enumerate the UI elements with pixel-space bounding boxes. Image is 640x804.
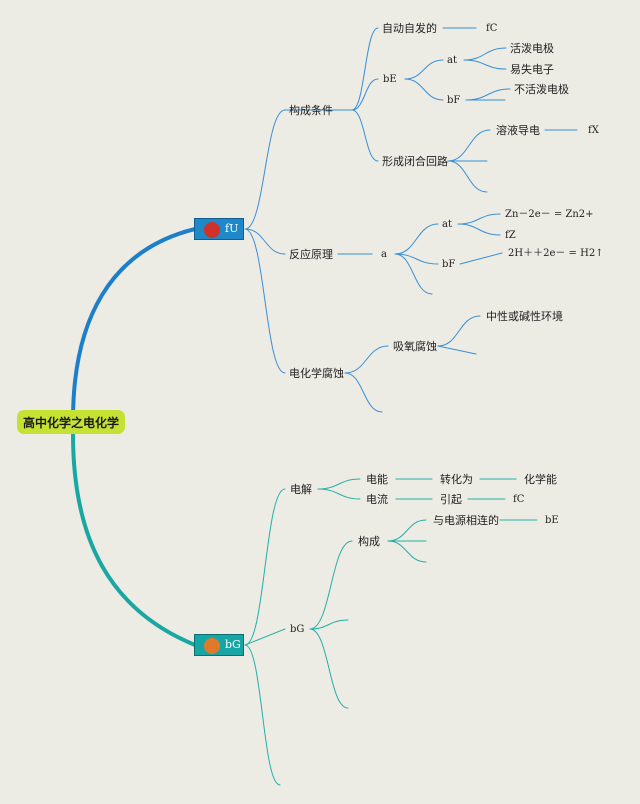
hub-node-bg[interactable]: bG [194, 634, 244, 656]
node-at-1[interactable]: at [447, 55, 457, 66]
node-gouchengtiaojian[interactable]: 构成条件 [289, 104, 333, 117]
red-circle-icon [204, 222, 220, 238]
edge-dj-dianneng [317, 478, 361, 490]
edge-gc-xingcheng [351, 109, 379, 162]
edge-dhx-xiyang [344, 345, 389, 374]
edge-bg-blank2 [309, 628, 349, 709]
main-curve-upper [71, 227, 197, 422]
edge-at-huopo [463, 47, 507, 61]
edge-hub2-bg [244, 628, 286, 646]
edge-a-at [394, 223, 439, 255]
node-xingcheng[interactable]: 形成闭合回路 [382, 155, 448, 168]
node-zhongxing[interactable]: 中性或碱性环境 [486, 310, 563, 323]
node-dianneng[interactable]: 电能 [366, 473, 388, 486]
edge-dj-dianliu [317, 488, 361, 500]
node-dianyuan[interactable]: 与电源相连的 [433, 514, 499, 527]
edge-dhx-blank [344, 372, 383, 413]
node-be-2[interactable]: bE [545, 515, 559, 526]
node-fx[interactable]: fX [588, 125, 599, 136]
edge-xy-blank [437, 345, 477, 355]
edge-xc-blank2 [447, 160, 488, 193]
node-goucheng[interactable]: 构成 [358, 535, 380, 548]
edge-hub2-blank [244, 644, 281, 786]
edge-gc-zidong [351, 27, 379, 111]
node-bf-2[interactable]: bF [442, 259, 456, 270]
node-huopo[interactable]: 活泼电极 [510, 42, 554, 55]
node-fc-1[interactable]: fC [486, 23, 498, 34]
node-yinqi[interactable]: 引起 [440, 493, 462, 506]
edge-xc-rongye [447, 129, 491, 162]
edge-bg-blank1 [309, 619, 349, 630]
node-buhuopo[interactable]: 不活泼电极 [514, 83, 569, 96]
node-zn-equation[interactable]: Zn－2e－ = Zn2+ [505, 209, 594, 220]
edge-at-zn [457, 213, 501, 225]
edge-be-bf [404, 78, 444, 101]
edge-bf-h2 [459, 252, 503, 265]
node-be-1[interactable]: bE [383, 74, 397, 85]
edge-at-fz [457, 223, 501, 236]
node-dianjie[interactable]: 电解 [290, 483, 312, 496]
edge-hub1-fanying [244, 228, 286, 255]
node-rongye[interactable]: 溶液导电 [496, 124, 540, 137]
edge-gc-dianyuan [387, 519, 427, 542]
node-zidongzifa[interactable]: 自动自发的 [382, 22, 437, 35]
node-at-2[interactable]: at [442, 219, 452, 230]
hub-node-fu[interactable]: fU [194, 218, 244, 240]
root-node[interactable]: 高中化学之电化学 [17, 410, 125, 434]
edge-gc-blank2 [387, 540, 427, 563]
node-dianliu[interactable]: 电流 [366, 493, 388, 506]
node-yishi[interactable]: 易失电子 [510, 63, 554, 76]
edge-be-at [404, 59, 444, 80]
edge-gc-be [351, 78, 379, 111]
node-dianhuaxue[interactable]: 电化学腐蚀 [289, 367, 344, 380]
edge-hub1-dianhuaxue [244, 228, 286, 374]
edge-at-yishi [463, 59, 507, 70]
node-fanying[interactable]: 反应原理 [289, 248, 333, 261]
node-fz[interactable]: fZ [505, 230, 516, 241]
edge-bg-goucheng [309, 540, 353, 630]
orange-circle-icon [204, 638, 220, 654]
edge-hub2-dianjie [244, 488, 286, 646]
node-h2-equation[interactable]: 2H＋＋2e－ = H2↑ [508, 248, 604, 259]
node-bf-1[interactable]: bF [447, 95, 461, 106]
node-fc-2[interactable]: fC [513, 494, 525, 505]
node-xiyang[interactable]: 吸氧腐蚀 [393, 340, 437, 353]
edge-a-blank [394, 253, 433, 295]
edge-xy-zhongxing [437, 315, 481, 347]
node-zhuanhua[interactable]: 转化为 [440, 473, 473, 486]
node-huaxueneng[interactable]: 化学能 [524, 473, 557, 486]
node-a[interactable]: a [381, 249, 387, 260]
main-curve-lower [71, 432, 197, 647]
edge-hub1-gouchengtiaojian [244, 109, 286, 230]
edge-a-bf [394, 253, 439, 265]
node-bg-child[interactable]: bG [290, 624, 305, 635]
edge-bf-buhuopo [465, 88, 511, 101]
